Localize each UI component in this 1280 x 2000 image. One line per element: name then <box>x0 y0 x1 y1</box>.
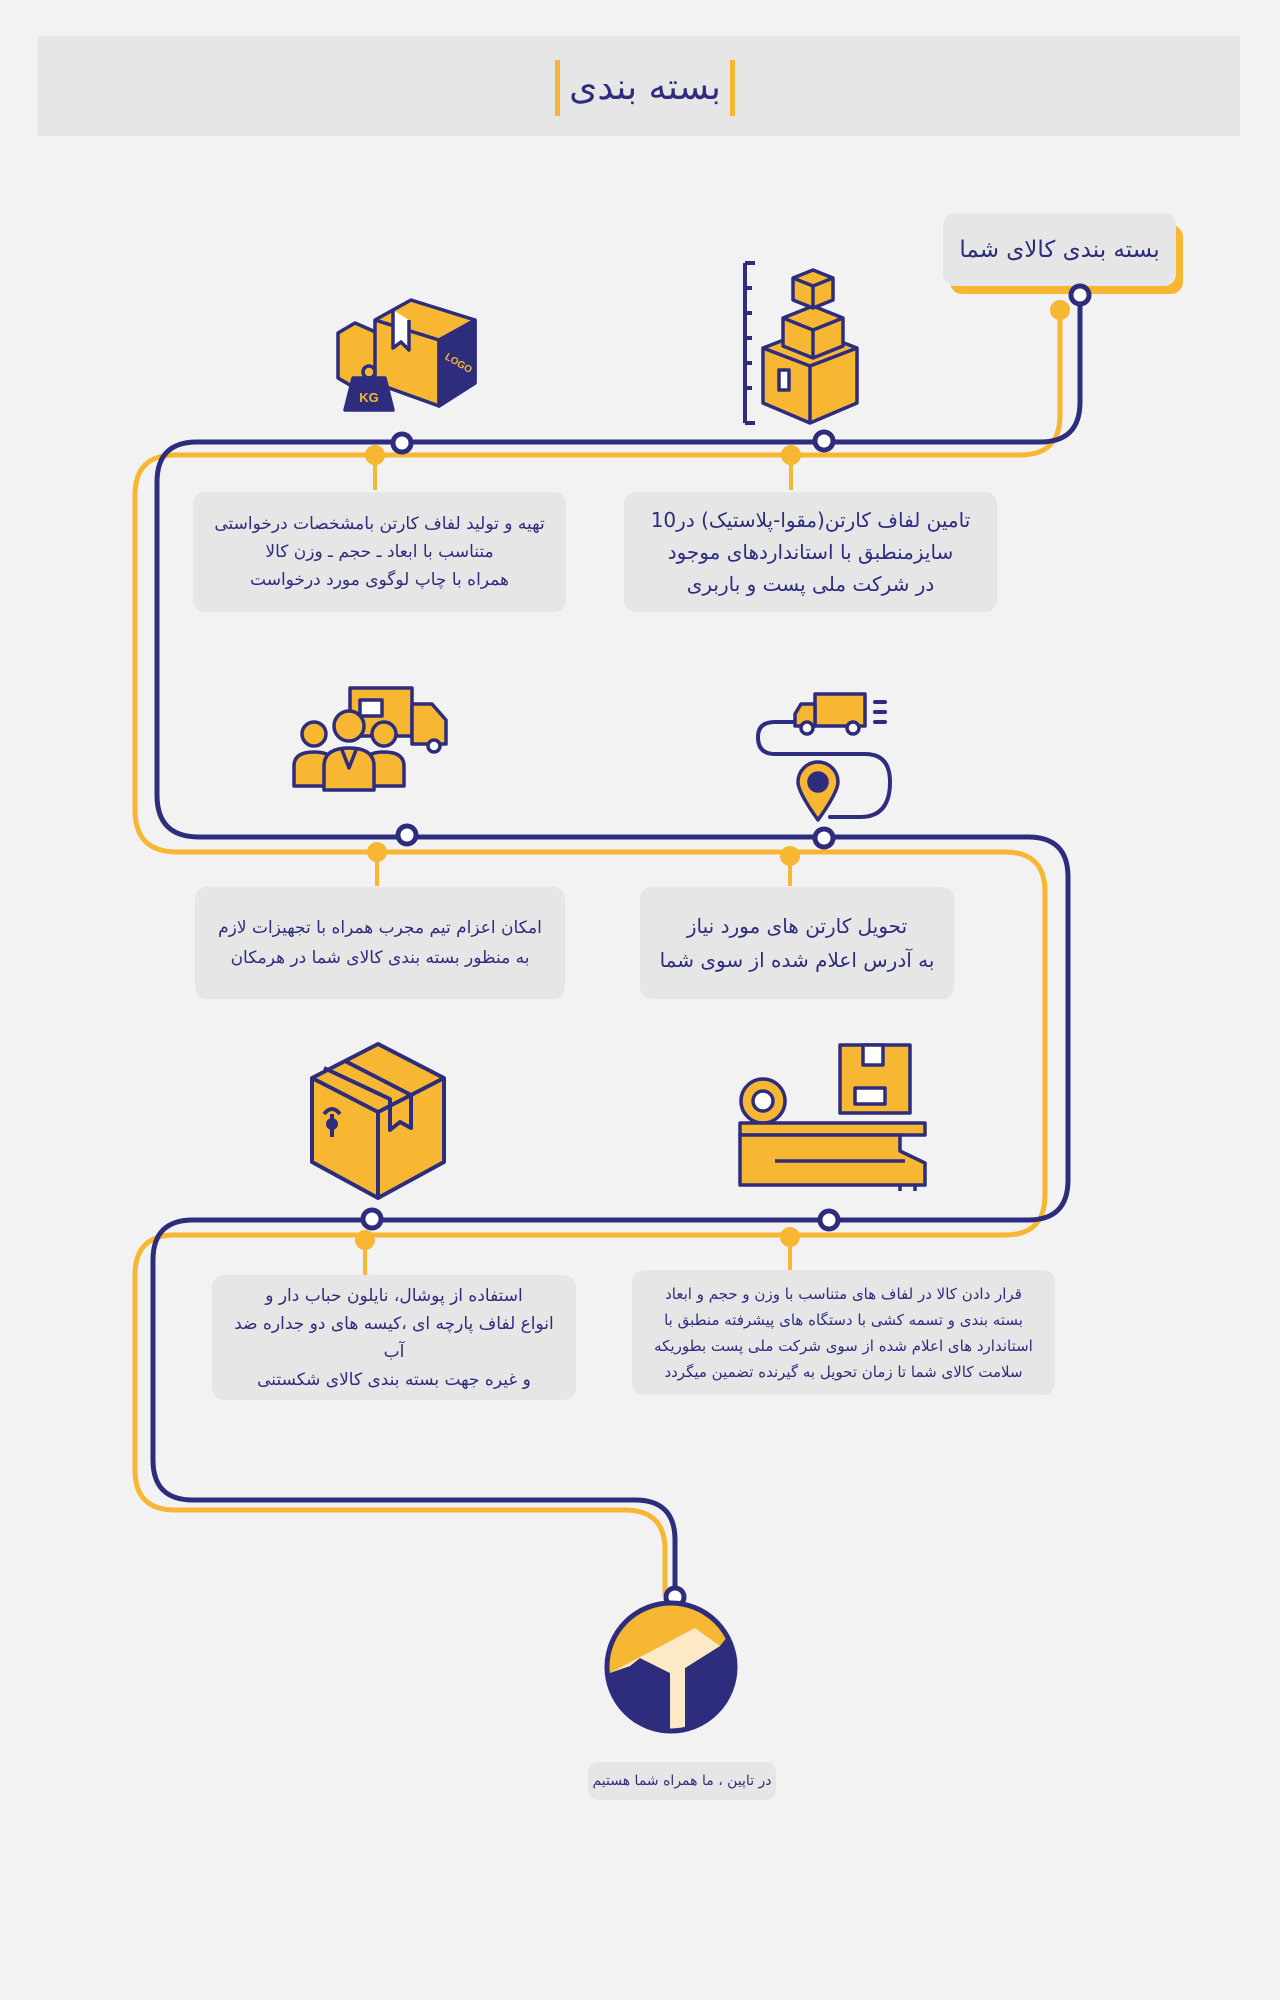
step-box: تهیه و تولید لفاف کارتن بامشخصات درخواست… <box>193 492 566 612</box>
tapin-logo-icon <box>604 1600 738 1734</box>
delivery-truck-route-icon <box>755 692 893 822</box>
page-title: بسته بندی <box>555 60 735 116</box>
start-label: بسته بندی کالای شما <box>943 213 1176 286</box>
navy-route-line <box>150 295 1083 1596</box>
footer-tagline: در تاپین ، ما همراه شما هستیم <box>588 1762 776 1800</box>
team-truck-icon <box>292 686 448 792</box>
logo-box-weight-icon: KG LOGO <box>336 298 477 412</box>
strapping-machine-icon <box>738 1043 927 1191</box>
step-box: تامین لفاف کارتن(مقوا-پلاستیک) در10 سایز… <box>624 492 997 612</box>
step-box: تحویل کارتن های مورد نیاز به آدرس اعلام … <box>640 887 954 999</box>
step-box: استفاده از پوشال، نایلون حباب دار و انوا… <box>212 1275 576 1400</box>
yellow-route-line <box>132 310 1063 1595</box>
fragile-box-icon <box>310 1042 446 1200</box>
step-box: امکان اعزام تیم مجرب همراه با تجهیزات لا… <box>195 887 565 999</box>
step-box: قرار دادن کالا در لفاف های متناسب با وزن… <box>632 1270 1055 1395</box>
stacked-boxes-ruler-icon <box>743 261 859 425</box>
header-bar <box>38 36 1240 136</box>
kg-label: KG <box>359 390 379 405</box>
yellow-connectors <box>355 300 1070 1275</box>
